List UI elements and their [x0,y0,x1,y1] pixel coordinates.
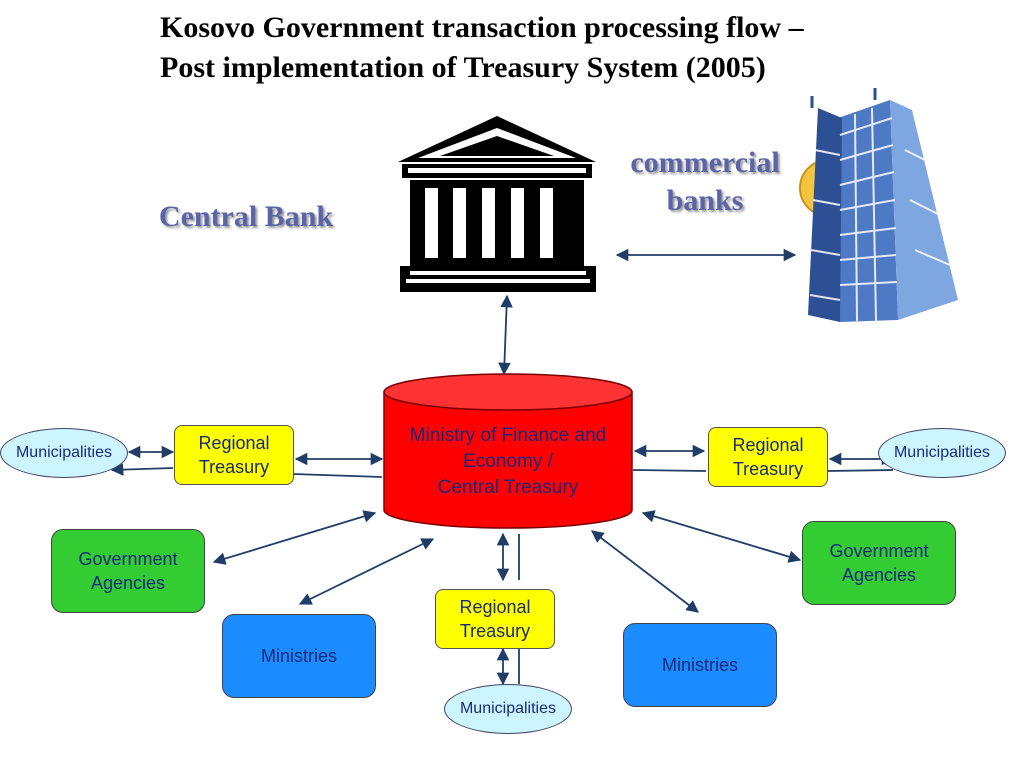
arrow-left-regional-2 [292,473,383,478]
commercial-banks-line-2: banks [666,184,744,217]
page-title: Kosovo Government transaction processing… [160,8,960,88]
government-agencies-left: Government Agencies [51,529,205,613]
skyscraper-icon [799,88,958,322]
government-agencies-line-1: Government [78,549,178,569]
title-line-1: Kosovo Government transaction processing… [160,11,804,44]
regional-treasury-line-2: Treasury [732,459,804,479]
ministry-cylinder [383,373,633,529]
regional-treasury-line-2: Treasury [198,457,270,477]
arrow-right-muni-2 [827,469,894,472]
regional-treasury-right: Regional Treasury [708,427,828,487]
municipalities-left: Municipalities [0,428,128,478]
bank-building-icon [398,116,596,292]
regional-treasury-line-1: Regional [198,433,270,453]
regional-treasury-bottom: Regional Treasury [435,589,555,649]
ministry-line-3: Central Treasury [437,477,579,498]
central-bank-label: Central Bank [158,200,334,233]
commercial-banks-line-1: commercial [630,146,780,179]
regional-treasury-left: Regional Treasury [174,425,294,485]
municipalities-bottom: Municipalities [444,684,572,734]
government-agencies-line-1: Government [829,541,929,561]
ministries-left: Ministries [222,614,376,698]
government-agencies-line-2: Agencies [90,573,166,593]
commercial-banks-label: commercial banks [610,144,800,220]
regional-treasury-line-1: Regional [459,597,531,617]
ministry-line-1: Ministry of Finance and [409,425,607,446]
arrow-central-bank [498,294,513,376]
government-agencies-right: Government Agencies [802,521,956,605]
regional-treasury-line-2: Treasury [459,621,531,641]
regional-treasury-line-1: Regional [732,435,804,455]
arrow-left-ministries [298,538,435,605]
arrow-left-agencies [212,510,377,565]
arrow-left-muni-2 [110,463,174,476]
title-line-2: Post implementation of Treasury System (… [160,51,766,84]
government-agencies-line-2: Agencies [841,565,917,585]
ministry-line-2: Economy / [463,451,553,472]
ministries-right: Ministries [623,623,777,707]
arrow-right-regional-2 [632,469,707,472]
arrow-right-agencies [641,510,802,563]
municipalities-right: Municipalities [878,428,1006,478]
ministry-label: Ministry of Finance and Economy / Centra… [384,423,632,501]
arrow-right-ministries [590,530,700,613]
